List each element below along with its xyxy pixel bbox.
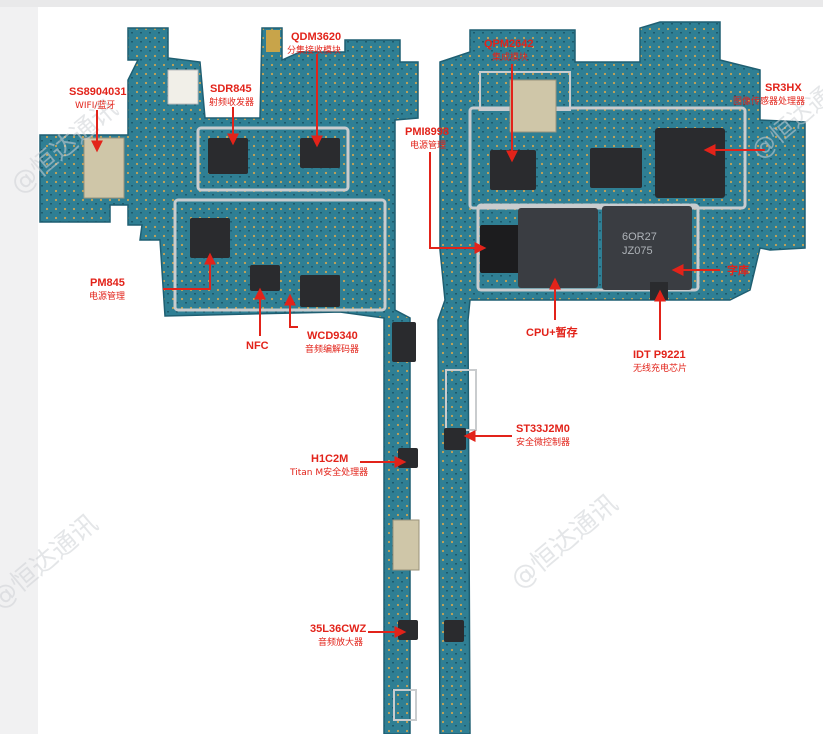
svg-text:QPM2642: QPM2642 — [484, 38, 534, 50]
label-h1c2m: H1C2M Titan M安全处理器 — [289, 453, 368, 478]
svg-text:电源管理: 电源管理 — [89, 290, 125, 302]
label-cpu: CPU+暂存 — [526, 325, 578, 339]
svg-text:ST33J2M0: ST33J2M0 — [516, 423, 570, 435]
svg-text:字库: 字库 — [727, 263, 749, 277]
svg-text:SS8904031: SS8904031 — [69, 86, 127, 98]
right-board: 6OR27 JZ075 — [437, 21, 806, 734]
left-board — [39, 27, 420, 734]
label-qpm2642: QPM2642 集成模块 — [484, 38, 534, 63]
svg-text:电源管理: 电源管理 — [410, 139, 446, 151]
svg-text:PM845: PM845 — [90, 277, 125, 289]
label-qdm3620: QDM3620 分集接收模块 — [287, 31, 341, 56]
pointer-arrows — [91, 54, 765, 638]
svg-text:H1C2M: H1C2M — [311, 453, 348, 465]
label-35l36cwz: 35L36CWZ 音频放大器 — [310, 623, 367, 648]
label-font-storage: 字库 — [727, 263, 749, 277]
label-sr3hx: SR3HX 图像传感器处理器 — [733, 82, 805, 107]
svg-text:NFC: NFC — [246, 340, 269, 352]
svg-text:IDT P9221: IDT P9221 — [633, 349, 686, 361]
window-top-bar — [0, 0, 823, 7]
svg-text:WIFI/蓝牙: WIFI/蓝牙 — [75, 99, 115, 111]
svg-text:图像传感器处理器: 图像传感器处理器 — [733, 95, 805, 107]
svg-text:音频放大器: 音频放大器 — [318, 636, 363, 648]
viewer-sidebar — [0, 7, 38, 734]
svg-text:SR3HX: SR3HX — [765, 82, 802, 94]
label-pmi8998: PMI8998 电源管理 — [405, 126, 449, 151]
watermark-2: @恒达通讯 — [0, 509, 104, 616]
svg-text:集成模块: 集成模块 — [492, 51, 528, 63]
label-nfc: NFC — [246, 340, 269, 352]
cpu-marking-bottom: JZ075 — [622, 245, 653, 257]
svg-text:射频收发器: 射频收发器 — [209, 96, 254, 108]
label-pm845: PM845 电源管理 — [89, 277, 125, 302]
svg-text:CPU+暂存: CPU+暂存 — [526, 325, 578, 339]
svg-text:分集接收模块: 分集接收模块 — [287, 44, 341, 56]
svg-text:SDR845: SDR845 — [210, 83, 252, 95]
svg-text:音频编解码器: 音频编解码器 — [305, 343, 359, 355]
svg-text:PMI8998: PMI8998 — [405, 126, 449, 138]
label-idt-p9221: IDT P9221 无线充电芯片 — [633, 349, 687, 374]
label-ss8904031: SS8904031 WIFI/蓝牙 — [69, 86, 127, 111]
cpu-marking-top: 6OR27 — [622, 231, 657, 243]
label-sdr845: SDR845 射频收发器 — [209, 83, 254, 108]
svg-text:无线充电芯片: 无线充电芯片 — [633, 362, 687, 374]
svg-text:QDM3620: QDM3620 — [291, 31, 341, 43]
label-wcd9340: WCD9340 音频编解码器 — [305, 330, 359, 355]
svg-text:Titan M安全处理器: Titan M安全处理器 — [289, 466, 368, 478]
watermark-3: @恒达通讯 — [505, 489, 624, 596]
svg-text:WCD9340: WCD9340 — [307, 330, 358, 342]
svg-text:安全微控制器: 安全微控制器 — [516, 436, 570, 448]
label-st33j2m0: ST33J2M0 安全微控制器 — [516, 423, 570, 448]
svg-text:35L36CWZ: 35L36CWZ — [310, 623, 367, 635]
